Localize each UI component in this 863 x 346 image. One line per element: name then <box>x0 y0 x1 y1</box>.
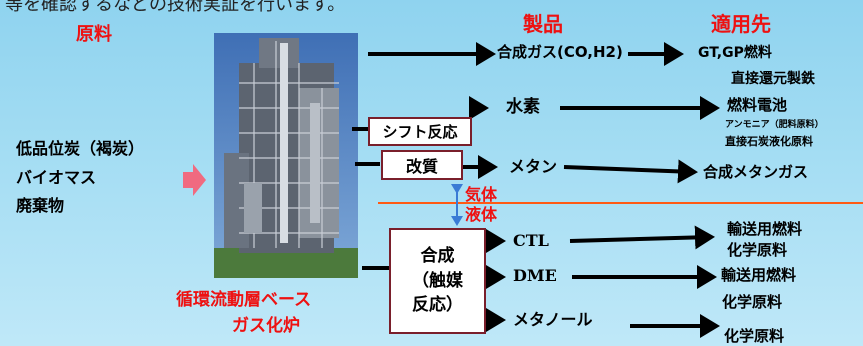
synthesis-label-line2: （触媒 <box>412 270 463 291</box>
app-syngas-2: 直接還元製鉄 <box>731 71 815 87</box>
app-methane-1: 合成メタンガス <box>703 163 809 181</box>
app-hydrogen-2: アンモニア（肥料原料） <box>725 120 824 130</box>
reforming-label: 改質 <box>405 157 438 176</box>
product-methanol: メタノール <box>513 310 593 329</box>
raw-material-biomass: バイオマス <box>16 168 97 187</box>
liquid-phase-label: 液体 <box>465 205 498 224</box>
synthesis-label-line3: 反応） <box>412 295 463 316</box>
synthesis-box: 合成 （触媒 反応） <box>389 228 486 334</box>
app-methanol-1: 化学原料 <box>724 327 785 345</box>
app-hydrogen-3: 直接石炭液化原料 <box>725 135 813 148</box>
products-header: 製品 <box>523 12 563 36</box>
gasifier-caption-line1: 循環流動層ベース <box>176 290 312 310</box>
input-arrow <box>183 164 206 196</box>
applications-header: 適用先 <box>711 12 771 36</box>
gas-phase-label: 気体 <box>465 185 498 204</box>
synthesis-label-line1: 合成 <box>420 246 455 267</box>
gasifier-caption-line2: ガス化炉 <box>232 316 300 336</box>
product-ctl: CTL <box>513 231 549 250</box>
reforming-box: 改質 <box>381 150 463 180</box>
shift-reaction-box: シフト反応 <box>368 117 472 146</box>
app-dme-1: 輸送用燃料 <box>721 266 797 284</box>
arrow-methane-to-app <box>563 159 698 184</box>
raw-material-waste: 廃棄物 <box>16 196 65 215</box>
app-syngas-1: GT,GP燃料 <box>698 45 772 61</box>
raw-material-lignite: 低品位炭（褐炭） <box>16 139 145 158</box>
app-dme-2: 化学原料 <box>722 293 783 311</box>
app-ctl-1: 輸送用燃料 <box>727 220 803 238</box>
product-syngas: 合成ガス(CO,H2) <box>497 43 623 61</box>
product-hydrogen: 水素 <box>506 97 540 117</box>
raw-materials-header: 原料 <box>76 24 112 45</box>
app-ctl-2: 化学原料 <box>727 241 788 259</box>
top-text: 等を確認するなどの技術実証を行います。 <box>5 0 346 15</box>
gasifier-plant-photo <box>214 33 358 278</box>
product-methane: メタン <box>509 157 558 176</box>
arrow-ctl-to-app <box>569 225 715 250</box>
app-hydrogen-1: 燃料電池 <box>727 96 788 114</box>
shift-reaction-label: シフト反応 <box>382 123 458 141</box>
product-dme: DME <box>513 266 557 285</box>
